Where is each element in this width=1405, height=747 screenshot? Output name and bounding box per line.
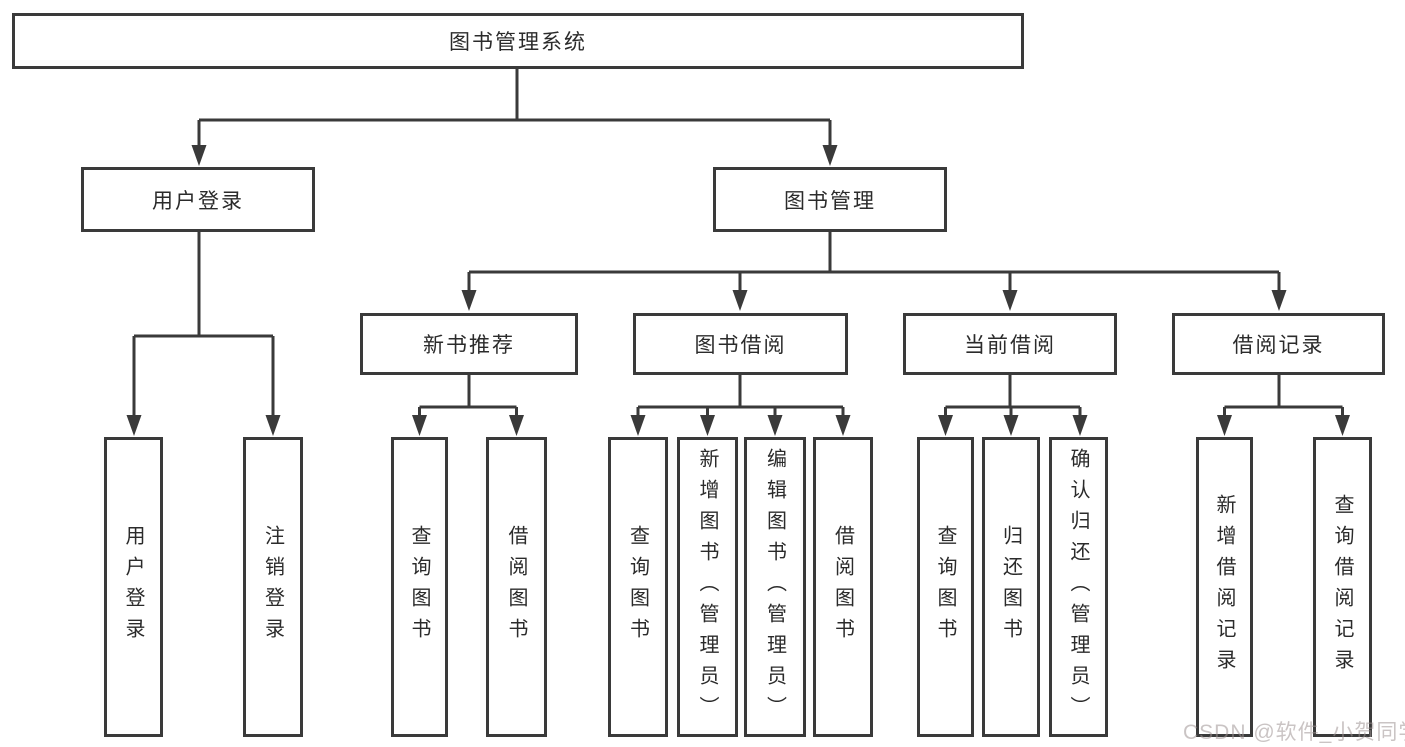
- node-book-management: 图书管理: [713, 167, 947, 232]
- connector-new-book-branch: [418, 375, 518, 416]
- node-user-login: 用户登录: [81, 167, 315, 232]
- connector-book-management-branch: [467, 231, 1281, 291]
- leaf-borrow-books-newbook: 借阅图书: [486, 437, 547, 737]
- connector-borrowing-records-branch: [1223, 375, 1344, 416]
- connector-root-branch: [197, 69, 832, 146]
- leaf-user-login: 用户登录: [104, 437, 163, 737]
- connector-current-borrowing-branch: [944, 375, 1082, 416]
- connector-user-login-branch: [132, 231, 275, 416]
- leaf-edit-book-admin: 编辑图书（管理员）: [744, 437, 806, 737]
- leaf-query-books-borrowing: 查询图书: [608, 437, 668, 737]
- node-book-borrowing: 图书借阅: [633, 313, 848, 375]
- leaf-return-books: 归还图书: [982, 437, 1040, 737]
- leaf-logout: 注销登录: [243, 437, 303, 737]
- leaf-add-book-admin: 新增图书（管理员）: [677, 437, 738, 737]
- node-root: 图书管理系统: [12, 13, 1024, 69]
- watermark: CSDN @软件_小贺同学: [1183, 721, 1405, 744]
- leaf-add-borrow-record: 新增借阅记录: [1196, 437, 1253, 737]
- leaf-query-borrow-record: 查询借阅记录: [1313, 437, 1372, 737]
- leaf-borrow-books-borrowing: 借阅图书: [813, 437, 873, 737]
- node-borrowing-records: 借阅记录: [1172, 313, 1385, 375]
- leaf-confirm-return-admin: 确认归还（管理员）: [1049, 437, 1108, 737]
- node-current-borrowing: 当前借阅: [903, 313, 1117, 375]
- node-new-book-recommend: 新书推荐: [360, 313, 578, 375]
- connector-book-borrowing-branch: [636, 375, 845, 416]
- arrowheads: [126, 145, 1350, 436]
- leaf-query-books-newbook: 查询图书: [391, 437, 448, 737]
- leaf-query-books-current: 查询图书: [917, 437, 974, 737]
